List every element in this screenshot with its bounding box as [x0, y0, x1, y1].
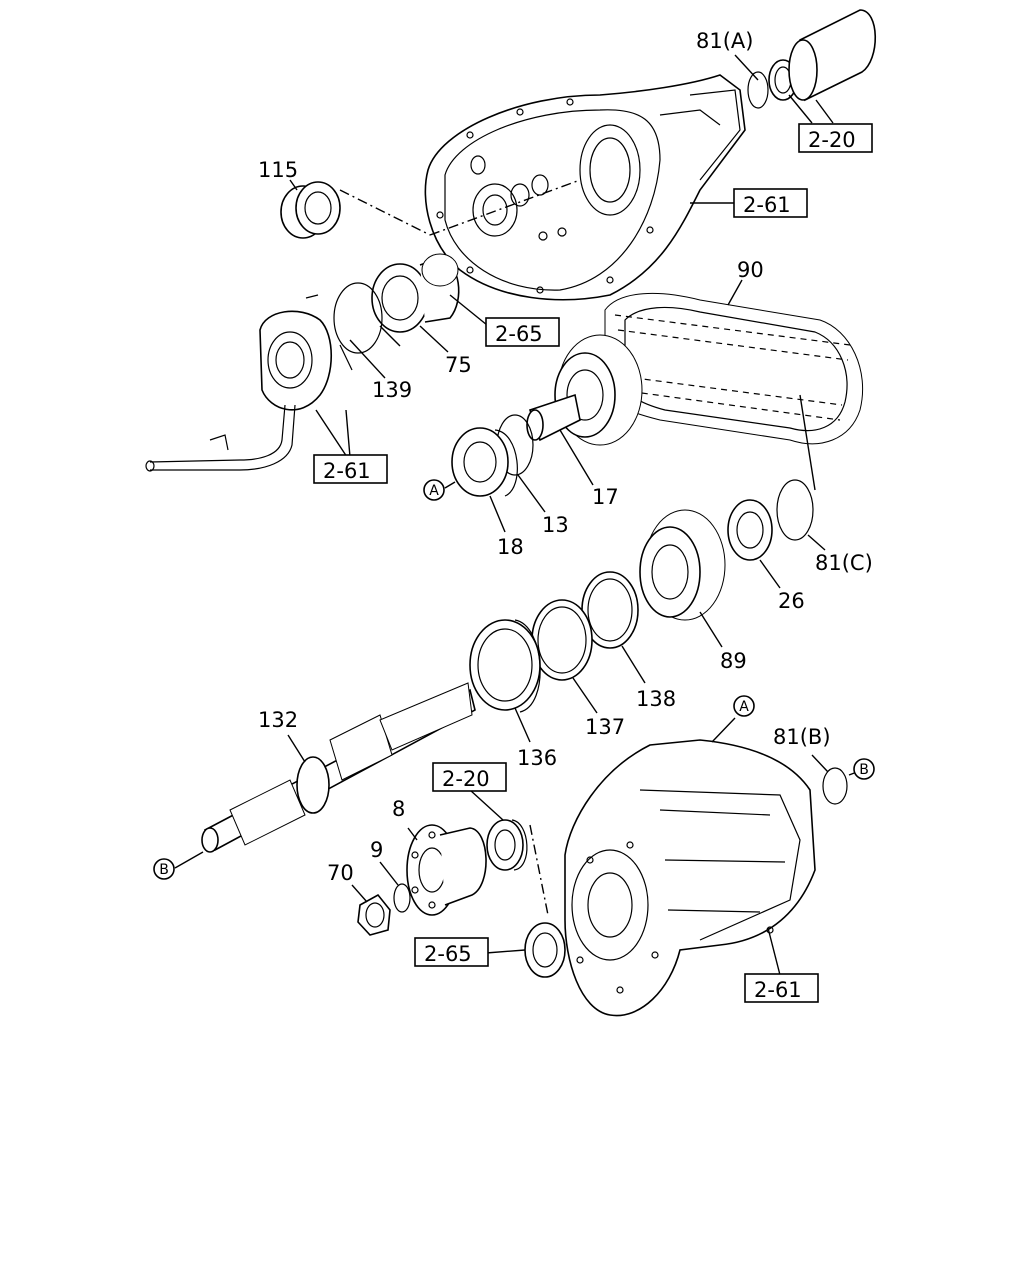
label-18: 18: [497, 535, 524, 559]
cylinder-sleeve: [788, 9, 877, 102]
bearing-75: [371, 253, 460, 333]
snap-ring-81b: [822, 767, 848, 805]
svg-text:2-61: 2-61: [743, 193, 791, 217]
o-ring-9: [393, 883, 411, 913]
rear-housing: [424, 74, 746, 301]
svg-text:2-61: 2-61: [323, 459, 371, 483]
ref-box-2-65-lower: 2-65: [414, 937, 489, 967]
label-81c: 81(C): [815, 551, 873, 575]
lock-nut-70: [357, 893, 391, 936]
output-shaft-132: [201, 682, 476, 853]
svg-text:A: A: [429, 483, 439, 499]
label-132: 132: [258, 708, 298, 732]
ref-box-2-20-lower: 2-20: [432, 762, 507, 792]
label-90: 90: [737, 258, 764, 282]
label-137: 137: [585, 715, 625, 739]
label-70: 70: [327, 861, 354, 885]
svg-text:A: A: [739, 699, 749, 715]
svg-text:2-20: 2-20: [442, 767, 490, 791]
svg-text:2-61: 2-61: [754, 978, 802, 1002]
seal-lower: [524, 922, 566, 978]
label-26: 26: [778, 589, 805, 613]
oil-seal-136: [469, 619, 541, 713]
drive-sprocket-17: [526, 334, 643, 446]
ref-box-2-20-top: 2-20: [798, 123, 873, 153]
ring-137: [531, 599, 593, 681]
label-8: 8: [392, 797, 405, 821]
svg-text:2-65: 2-65: [495, 322, 543, 346]
snap-ring-81c: [776, 479, 814, 541]
circle-marker-b-left: B: [153, 858, 175, 880]
ref-box-2-61-top: 2-61: [690, 188, 808, 218]
needle-bearing-115: [280, 181, 341, 239]
drive-chain-90: [603, 293, 864, 445]
label-13: 13: [542, 513, 569, 537]
ref-box-2-65-top: 2-65: [485, 317, 560, 347]
label-115: 115: [258, 158, 298, 182]
label-138: 138: [636, 687, 676, 711]
svg-text:2-20: 2-20: [808, 128, 856, 152]
label-139: 139: [372, 378, 412, 402]
label-81b: 81(B): [773, 725, 831, 749]
snap-ring-139: [333, 282, 383, 371]
ref-box-2-61-left: 2-61: [313, 454, 388, 484]
label-81a: 81(A): [696, 29, 753, 53]
circle-marker-a-lower: A: [733, 695, 755, 717]
gear-89: [639, 509, 726, 621]
ref-box-2-61-lower: 2-61: [744, 973, 819, 1003]
label-89: 89: [720, 649, 747, 673]
label-17: 17: [592, 485, 619, 509]
bearing-race-lower: [486, 819, 528, 871]
thrust-washer-26: [727, 499, 773, 561]
svg-text:2-65: 2-65: [424, 942, 472, 966]
circle-marker-b-right: B: [853, 758, 875, 780]
svg-text:B: B: [159, 862, 169, 878]
label-136: 136: [517, 746, 557, 770]
circle-marker-a-left: A: [423, 479, 445, 501]
label-9: 9: [370, 838, 383, 862]
front-housing: [564, 739, 816, 1017]
svg-text:B: B: [859, 762, 869, 778]
companion-flange-8: [406, 824, 487, 916]
front-bearing-retainer: [145, 310, 333, 472]
label-75: 75: [445, 353, 472, 377]
ball-bearing-18: [451, 427, 518, 497]
